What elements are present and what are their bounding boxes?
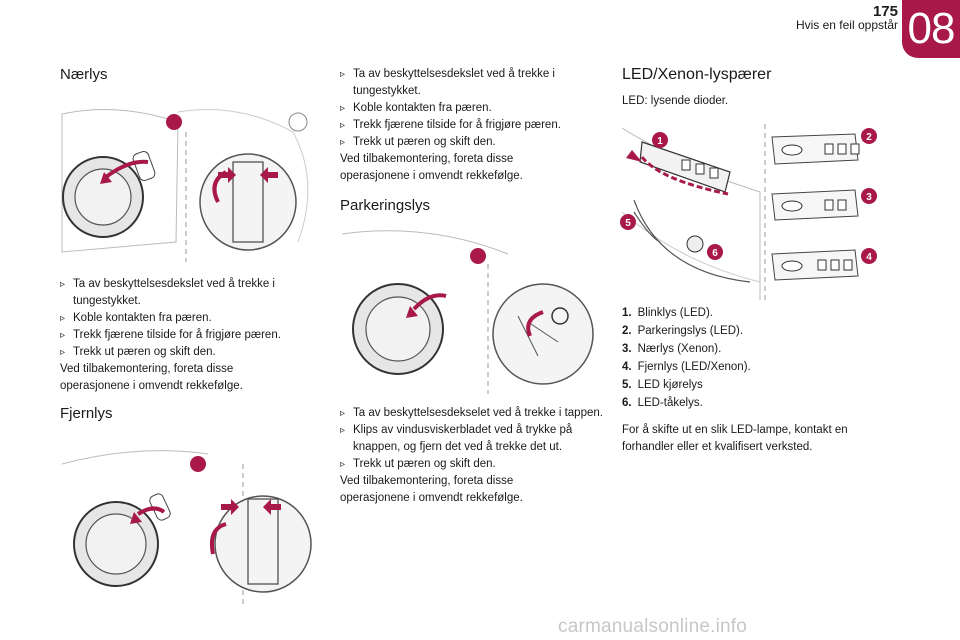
callout-6: 6 (707, 244, 723, 260)
list-item: 2.Parkeringslys (LED). (622, 325, 744, 337)
heading-fjernlys: Fjernlys (60, 405, 113, 422)
list-item: 4.Fjernlys (LED/Xenon). (622, 361, 751, 373)
svg-text:1: 1 (657, 136, 663, 147)
fjernlys-step-1: Ta av beskyttelsesdekslet ved å trekke i… (340, 66, 600, 100)
heading-parkeringslys: Parkeringslys (340, 197, 431, 214)
fjernlys-note: Ved tilbakemontering, foreta disse opera… (340, 153, 523, 182)
list-item: 3.Nærlys (Xenon). (622, 343, 722, 355)
page-number: 175 (872, 3, 898, 20)
led-intro: LED: lysende dioder. (622, 95, 729, 107)
illustration-naerlys (61, 109, 309, 262)
list-item: 1.Blinklys (LED). (622, 307, 713, 319)
parkeringslys-note: Ved tilbakemontering, foreta disse opera… (340, 475, 523, 504)
naerlys-note: Ved tilbakemontering, foreta disse opera… (60, 363, 243, 392)
callout-1: 1 (652, 132, 668, 148)
illustration-parkeringslys (341, 230, 594, 394)
callout-2: 2 (861, 128, 877, 144)
svg-text:6: 6 (712, 248, 718, 259)
heading-led-xenon: LED/Xenon-lyspærer (622, 66, 772, 83)
illustration-led-xenon: 1 2 3 4 5 6 (620, 124, 877, 300)
callout-4: 4 (861, 248, 877, 264)
svg-text:2: 2 (866, 132, 872, 143)
heading-naerlys: Nærlys (60, 66, 108, 83)
led-note: For å skifte ut en slik LED-lampe, konta… (622, 424, 848, 453)
led-list: 1.Blinklys (LED). 2.Parkeringslys (LED).… (622, 304, 892, 412)
chapter-tab: 08 (902, 0, 960, 58)
parkeringslys-step-2: Klips av vindusviskerbladet ved å trykke… (340, 422, 605, 456)
naerlys-step-2: Koble kontakten fra pæren. (60, 310, 320, 327)
fjernlys-step-2: Koble kontakten fra pæren. (340, 100, 600, 117)
svg-text:5: 5 (625, 218, 631, 229)
fjernlys-step-3: Trekk fjærene tilside for å frigjøre pær… (340, 117, 600, 134)
list-item: 6.LED-tåkelys. (622, 397, 703, 409)
callout-3: 3 (861, 188, 877, 204)
illustration-fjernlys (61, 450, 312, 606)
parkeringslys-step-1: Ta av beskyttelsesdekselet ved å trekke … (340, 405, 605, 422)
svg-text:3: 3 (866, 192, 872, 203)
section-title: Hvis en feil oppstår (795, 18, 898, 32)
fjernlys-step-4: Trekk ut pæren og skift den. (340, 134, 600, 151)
parkeringslys-step-3: Trekk ut pæren og skift den. (340, 456, 605, 473)
naerlys-step-1: Ta av beskyttelsesdekslet ved å trekke i… (60, 276, 320, 310)
naerlys-step-4: Trekk ut pæren og skift den. (60, 344, 320, 361)
naerlys-step-3: Trekk fjærene tilside for å frigjøre pær… (60, 327, 320, 344)
callout-5: 5 (620, 214, 636, 230)
footer-watermark: carmanualsonline.info (558, 616, 748, 637)
list-item: 5.LED kjørelys (622, 379, 703, 391)
svg-text:4: 4 (866, 252, 872, 263)
